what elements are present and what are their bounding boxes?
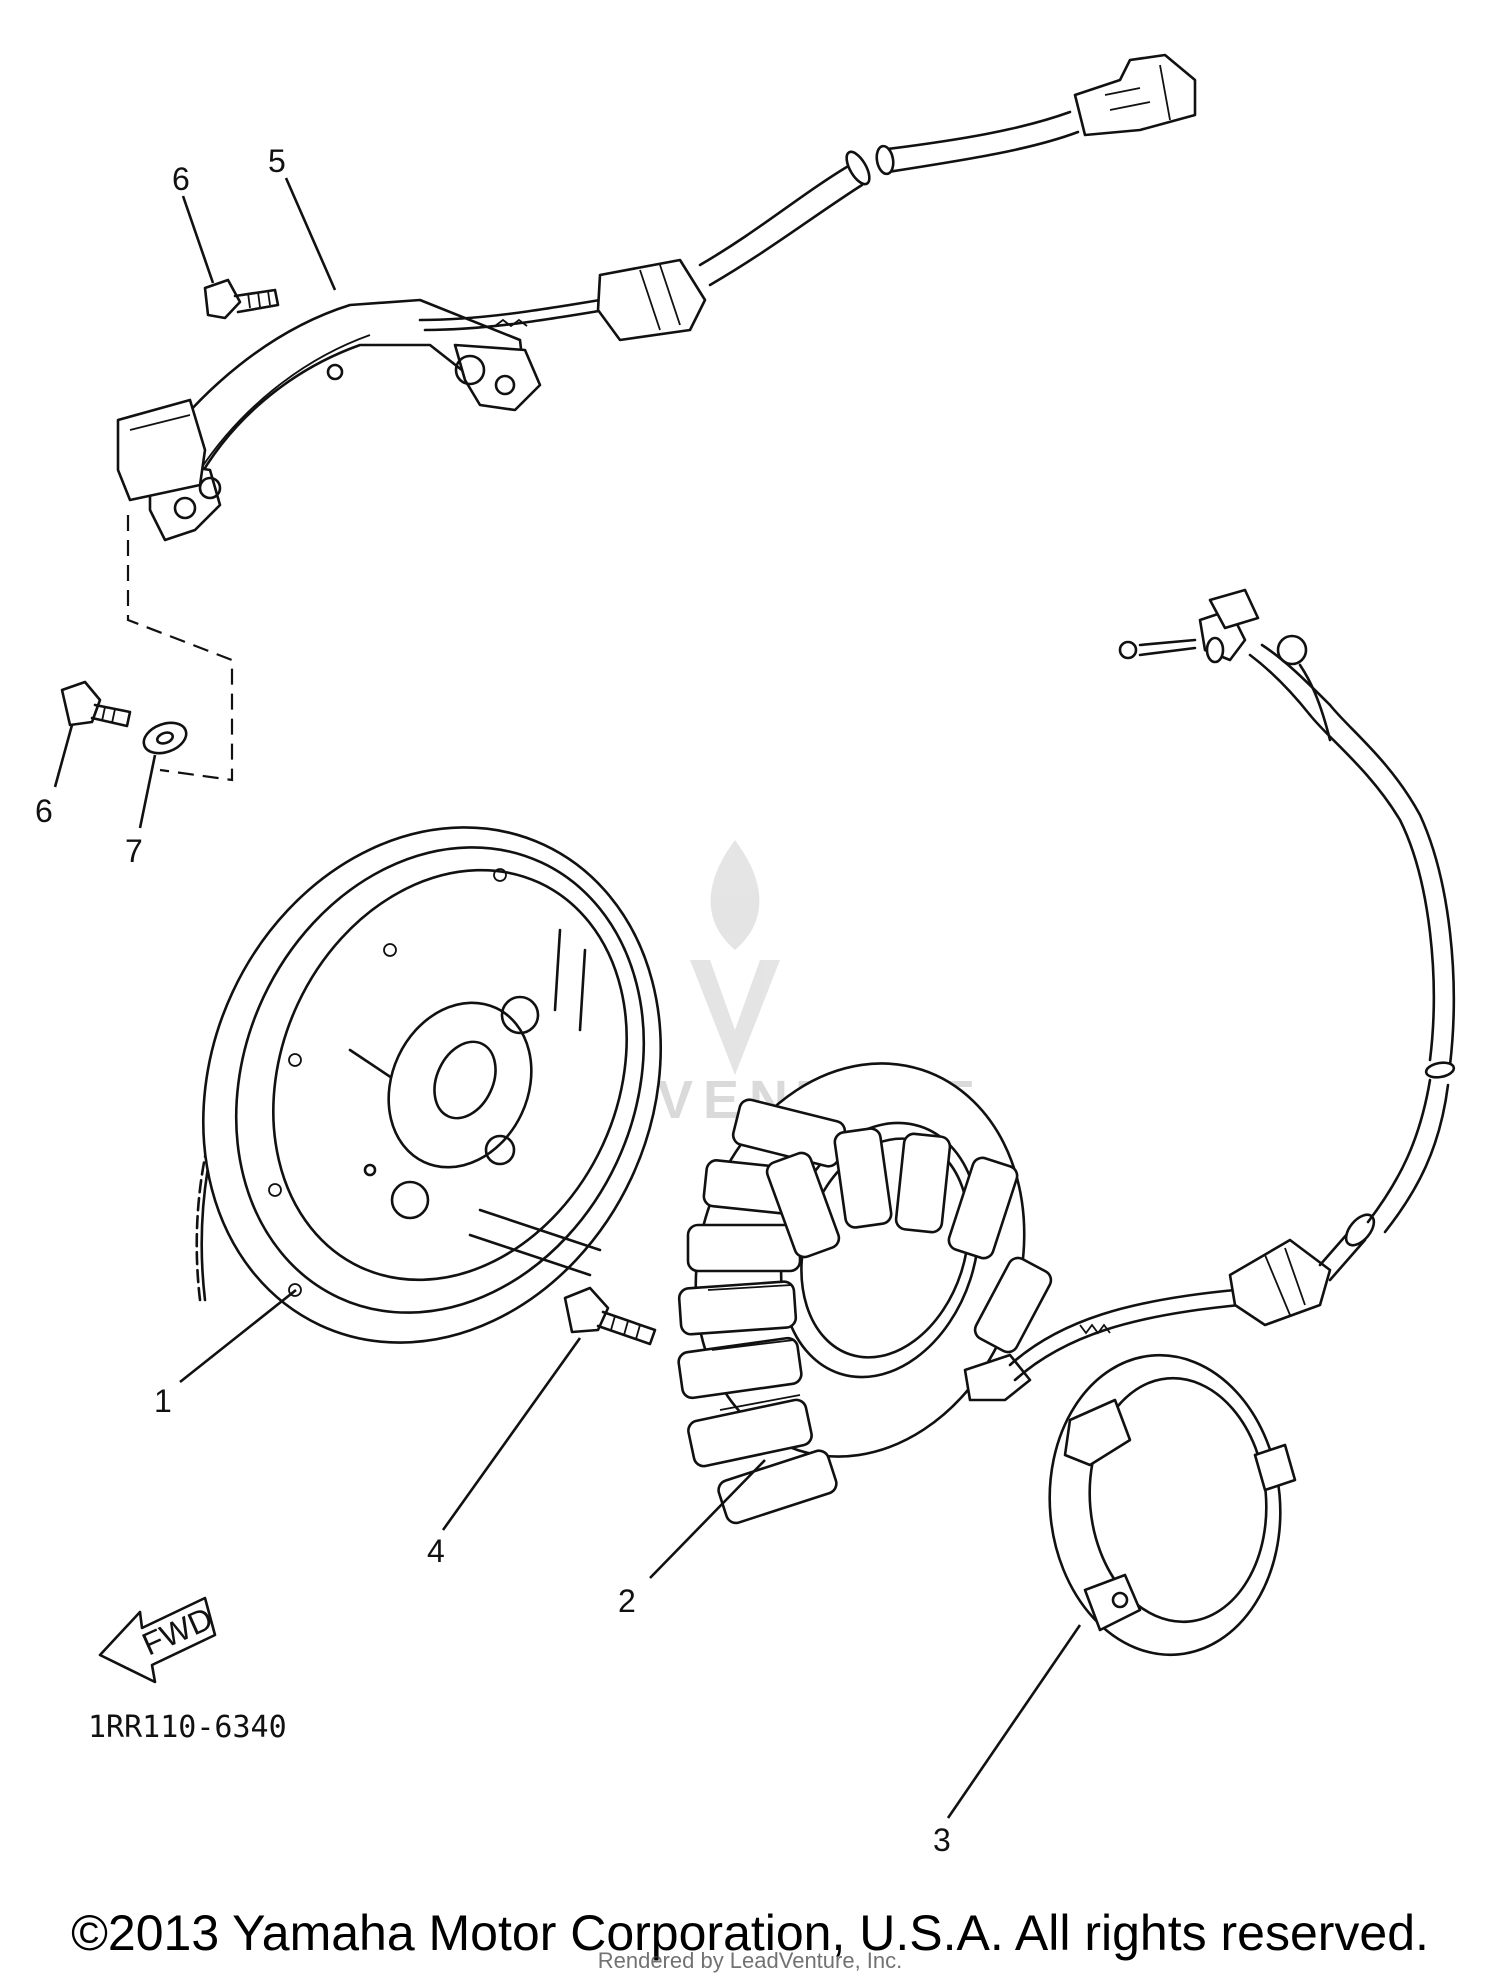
callout-1: 1 [154, 1383, 172, 1419]
leader-5 [284, 177, 337, 291]
part-4-bolt [563, 1286, 657, 1346]
part-2-stator [677, 1062, 1053, 1525]
part-5-pickup-coil-assembly [116, 53, 1197, 542]
alignment-dashed-line [126, 515, 234, 782]
leader-3 [946, 1624, 1082, 1819]
leader-6b [53, 724, 74, 788]
leader-7 [138, 754, 157, 829]
part-6-bolt-lower [60, 680, 132, 728]
part-1-flywheel-rotor [195, 826, 662, 1344]
callout-3: 3 [933, 1822, 951, 1858]
callout-4: 4 [427, 1533, 445, 1569]
callout-6-lower: 6 [35, 793, 53, 829]
copyright-notice: ©2013 Yamaha Motor Corporation, U.S.A. A… [71, 1905, 1429, 1961]
part-3-stator-cover [1048, 1353, 1297, 1657]
callout-2: 2 [618, 1583, 636, 1619]
diagram-code: 1RR110-6340 [88, 1710, 287, 1745]
part-7-washer [142, 721, 188, 755]
callout-6-upper: 6 [172, 161, 190, 197]
part-6-bolt-upper [203, 278, 280, 320]
stator-wire-harness [1008, 588, 1456, 1382]
leader-1 [179, 1288, 297, 1384]
leader-6a [181, 195, 215, 284]
fwd-direction-arrow: FWD [98, 1596, 218, 1684]
callout-5: 5 [268, 143, 286, 179]
leader-2 [649, 1459, 766, 1579]
callout-7: 7 [125, 833, 143, 869]
leader-4 [441, 1337, 582, 1531]
rendered-by-credit: Rendered by LeadVenture, Inc. [598, 1948, 903, 1973]
